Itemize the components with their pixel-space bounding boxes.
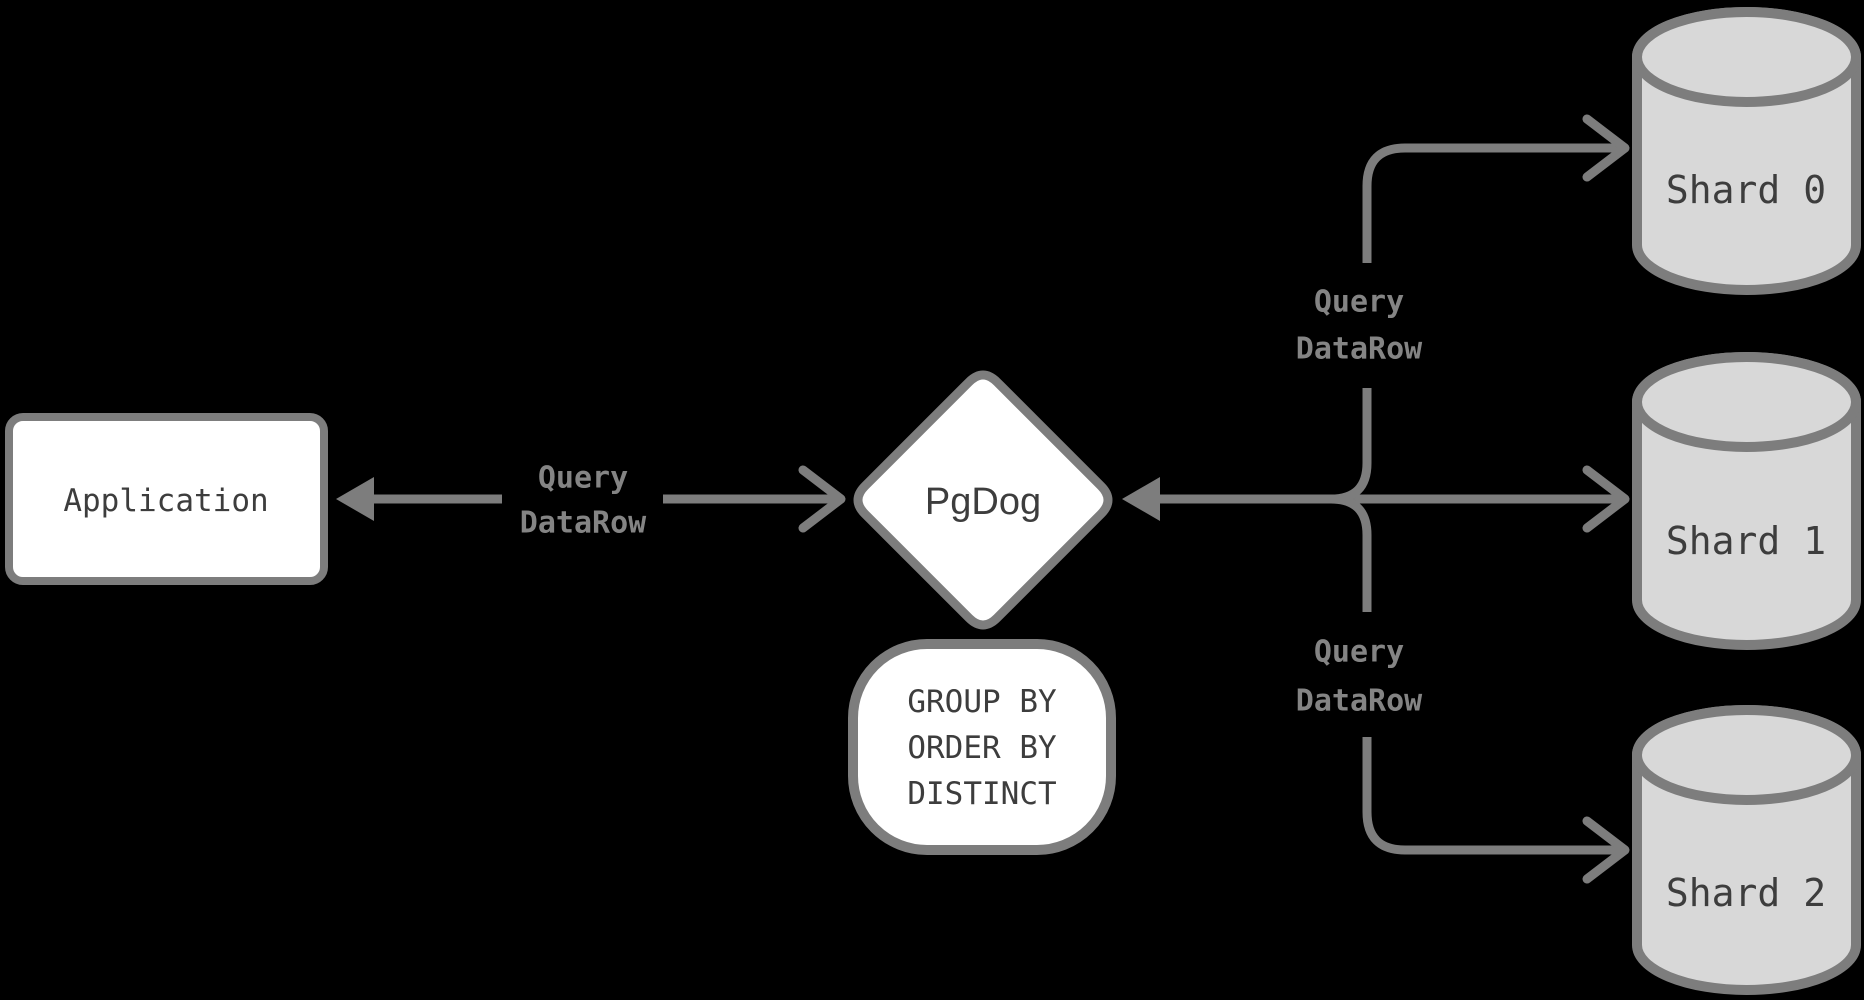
branch-line-to-shard2 <box>1362 737 1620 855</box>
arrowhead-left-filled-icon <box>1122 477 1160 521</box>
pgdog-label: PgDog <box>925 481 1041 523</box>
node-aggregates: GROUP BY ORDER BY DISTINCT <box>848 639 1116 855</box>
application-label: Application <box>63 483 268 519</box>
edge-pgdog-shard1 <box>1122 465 1630 533</box>
branch-curve-down <box>1330 494 1372 612</box>
shard2-label: Shard 2 <box>1666 871 1826 915</box>
node-pgdog: PgDog <box>853 370 1113 630</box>
branch-line-to-shard0 <box>1362 143 1620 263</box>
arrowhead-right-chevron-icon <box>1582 816 1630 884</box>
node-shard-2: Shard 2 <box>1632 705 1861 995</box>
arrowhead-right-chevron-icon <box>798 465 846 533</box>
shard0-label: Shard 0 <box>1666 168 1826 212</box>
node-shard-0: Shard 0 <box>1632 7 1861 295</box>
database-cylinder-top-icon <box>1632 352 1861 452</box>
application-box <box>5 413 328 585</box>
aggregates-line-order-by: ORDER BY <box>907 730 1057 766</box>
arrowhead-right-chevron-icon <box>1582 114 1630 182</box>
edge-branch-shard0: Query DataRow <box>1296 114 1630 504</box>
aggregates-line-distinct: DISTINCT <box>907 776 1056 812</box>
edge-app-pgdog: Query DataRow <box>336 461 846 541</box>
node-application: Application <box>5 413 328 585</box>
edge-label-datarow: DataRow <box>1296 684 1423 719</box>
database-cylinder-top-icon <box>1632 705 1861 805</box>
aggregates-box <box>848 639 1116 855</box>
edge-label-query: Query <box>1314 285 1404 320</box>
node-shard-1: Shard 1 <box>1632 352 1861 650</box>
edge-label-datarow: DataRow <box>1296 332 1423 367</box>
arrowhead-right-chevron-icon <box>1582 465 1630 533</box>
aggregates-line-group-by: GROUP BY <box>907 684 1057 720</box>
database-cylinder-top-icon <box>1632 7 1861 107</box>
edge-label-datarow: DataRow <box>520 506 647 541</box>
pgdog-diamond <box>853 370 1113 630</box>
arrowhead-left-filled-icon <box>336 477 374 521</box>
edge-branch-shard2: Query DataRow <box>1296 494 1630 884</box>
edge-label-query: Query <box>538 461 628 496</box>
edge-label-query: Query <box>1314 635 1404 670</box>
shard1-label: Shard 1 <box>1666 519 1826 563</box>
branch-curve-up <box>1330 388 1372 504</box>
